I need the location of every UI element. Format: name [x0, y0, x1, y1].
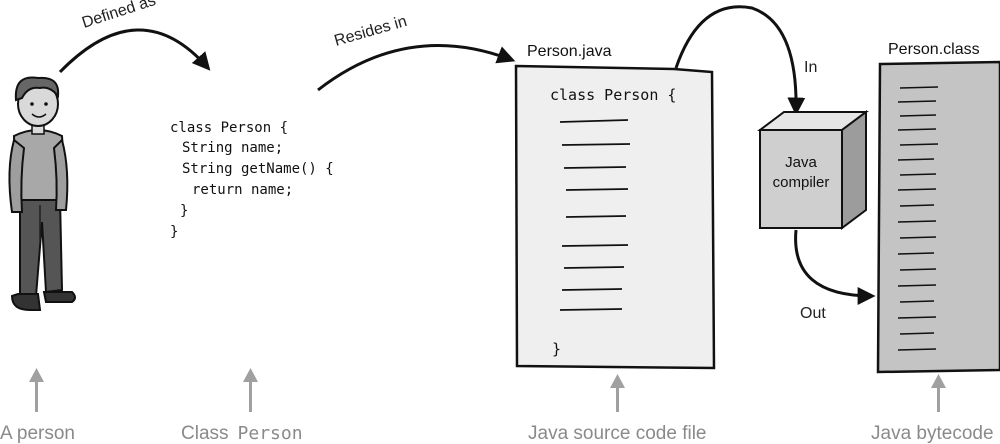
resides-in-label: Resides in	[332, 13, 408, 50]
person-illustration	[8, 76, 76, 311]
java-compiler-cube: Java compiler	[757, 110, 869, 230]
code-line-3: String getName() {	[182, 161, 334, 177]
source-first-line: class Person {	[550, 86, 676, 104]
defined-as-arrow	[58, 28, 211, 74]
class-code: class Person { String name; String getNa…	[170, 120, 334, 240]
class-file-name: Person.class	[888, 41, 980, 58]
caption-person: A person	[0, 423, 75, 444]
bytecode-file-page	[876, 60, 1000, 374]
code-line-2: String name;	[182, 140, 283, 156]
code-line-5: }	[180, 203, 188, 219]
caption-source: Java source code file	[528, 423, 707, 444]
code-line-1: class Person {	[170, 120, 288, 136]
caption-class-name: Person	[238, 423, 303, 444]
code-line-4: return name;	[192, 182, 293, 198]
source-last-line: }	[552, 340, 561, 358]
compiler-label-line2: compiler	[773, 174, 830, 191]
out-arrow	[794, 229, 876, 305]
up-arrow-icon	[610, 374, 625, 412]
caption-class: Class Person	[181, 423, 303, 444]
up-arrow-icon	[29, 368, 44, 412]
caption-class-prefix: Class	[181, 423, 229, 444]
bytecode-lines	[897, 86, 939, 351]
out-label: Out	[800, 305, 826, 322]
resides-in-arrow	[317, 44, 516, 92]
compiler-label-line1: Java	[785, 154, 817, 171]
source-code-lines	[559, 119, 631, 311]
source-file-name: Person.java	[527, 43, 612, 60]
defined-as-label: Defined as	[80, 0, 158, 32]
in-label: In	[804, 59, 817, 76]
code-line-6: }	[170, 224, 178, 240]
caption-bytecode: Java bytecode	[871, 423, 994, 444]
in-arrow	[674, 5, 806, 116]
up-arrow-icon	[931, 374, 946, 412]
up-arrow-icon	[243, 368, 258, 412]
